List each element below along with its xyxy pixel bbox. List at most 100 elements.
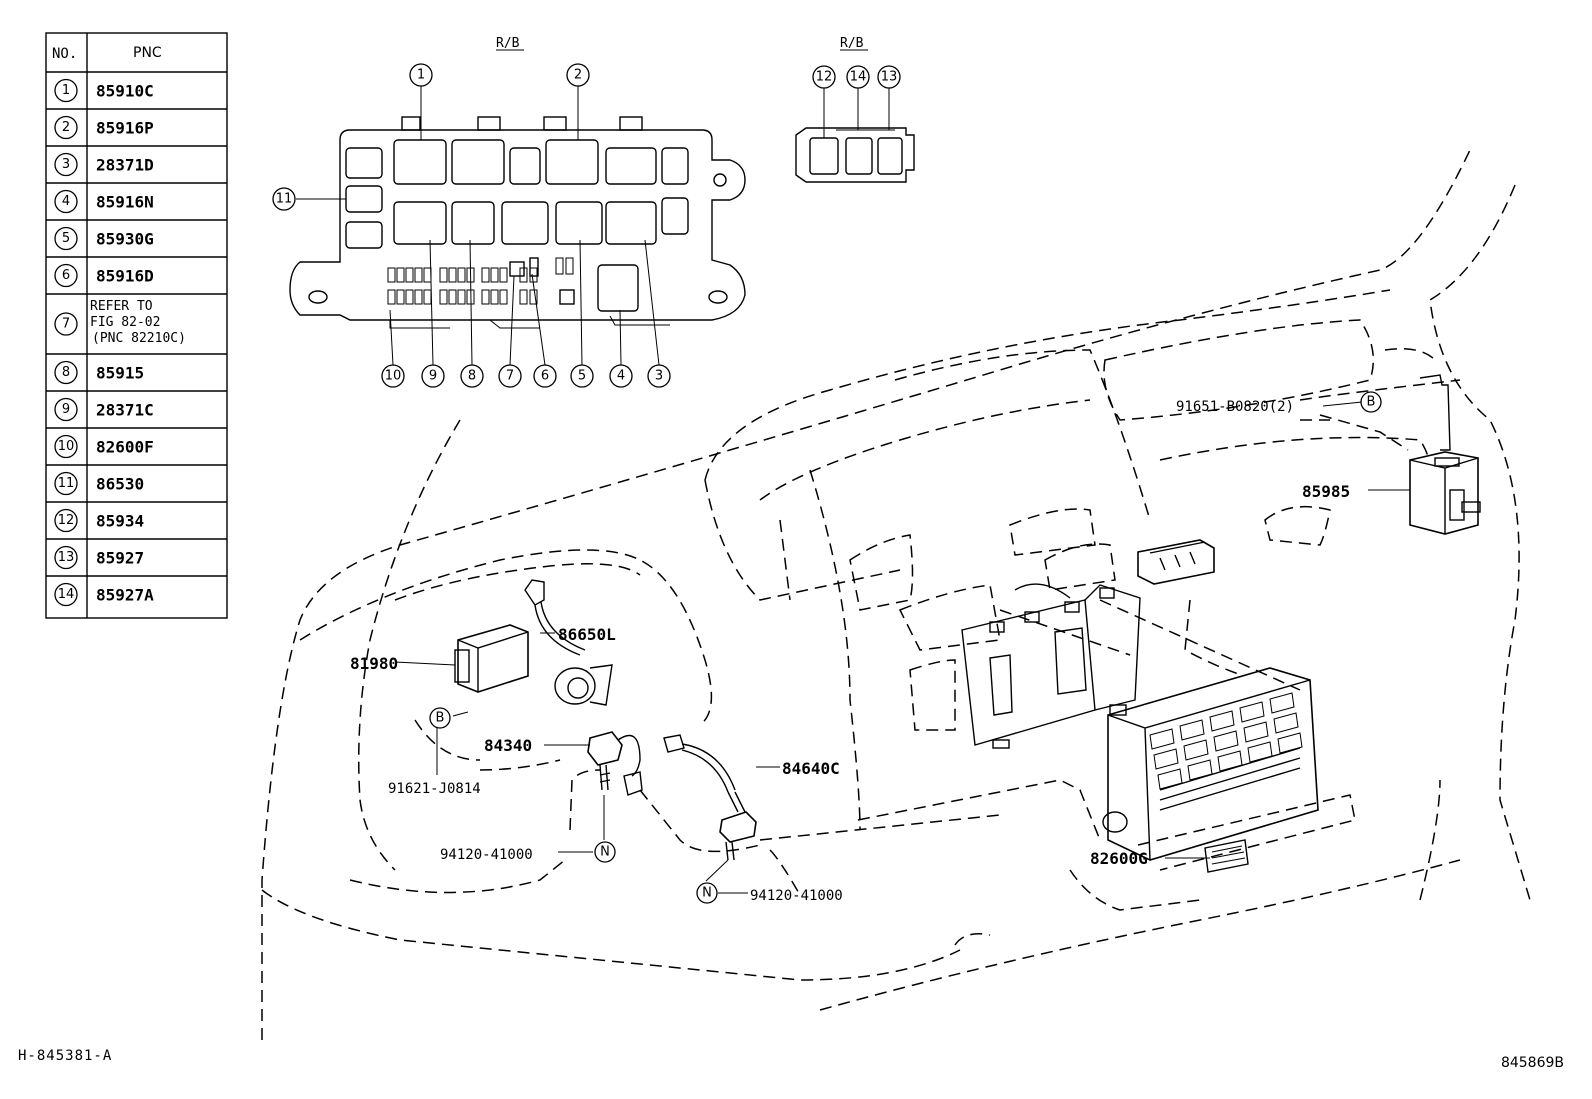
table-row-pnc: 86530	[96, 475, 144, 494]
ref-marker-b-left-text: B	[436, 711, 445, 726]
ref-marker-b-right	[1360, 391, 1382, 413]
ref-marker-b-right-text: B	[1367, 395, 1376, 410]
table-row-number-circle	[54, 226, 78, 251]
callout-number: 12	[816, 70, 833, 85]
table-row-number: 10	[58, 439, 75, 454]
junction-block-82600g	[1099, 599, 1356, 873]
ref-marker-n-left	[594, 841, 616, 863]
callout-circle	[846, 65, 870, 89]
callout-circle	[272, 187, 296, 211]
label-86650l: 86650L	[558, 625, 616, 644]
table-row-number-circle	[54, 263, 78, 288]
table-row-pnc: 85916P	[96, 119, 154, 138]
table-row-number-circle	[54, 189, 78, 214]
callout-number: 9	[429, 369, 437, 384]
table-row-pnc: 82600F	[96, 438, 154, 457]
table-row-number-circle	[54, 152, 78, 177]
callout-number: 14	[850, 70, 867, 85]
table-row-pnc-note: (PNC 82210C)	[92, 331, 186, 346]
ref-marker-n-right	[696, 882, 718, 904]
callout-number: 3	[655, 369, 663, 384]
label-94120-41000-left: 94120-41000	[440, 847, 533, 863]
callout-circle	[609, 364, 633, 388]
table-row-number: 3	[62, 157, 70, 172]
label-82600g: 82600G	[1090, 849, 1148, 868]
table-row-number-circle	[54, 360, 78, 385]
table-row-number-circle	[54, 582, 78, 607]
table-row-number: 7	[62, 317, 70, 332]
callout-number: 13	[881, 70, 898, 85]
relay-block-housing	[289, 129, 746, 321]
table-row-pnc: 28371D	[96, 156, 154, 175]
table-row-number-circle	[54, 545, 78, 570]
callout-circle	[533, 364, 557, 388]
table-header-no: NO.	[52, 46, 77, 62]
callout-circle	[421, 364, 445, 388]
table-row-pnc-note: FIG 82-02	[90, 315, 160, 330]
table-row-pnc: 85930G	[96, 230, 154, 249]
table-row-pnc: 85916N	[96, 193, 154, 212]
callout-number: 11	[276, 192, 293, 207]
table-row-number-circle	[54, 312, 78, 336]
callout-circle	[566, 63, 590, 87]
table-row-pnc: 85934	[96, 512, 144, 531]
pnc-table: NO. PNC 1 85910C 2 85916P 3 28371D 4 85916N 5 859…	[45, 32, 228, 619]
callout-circle	[812, 65, 836, 89]
table-row-number: 9	[62, 402, 70, 417]
relay-block-small-title: R/B	[840, 36, 864, 51]
ref-marker-n-left-text: N	[600, 845, 610, 860]
label-94120-41000-right: 94120-41000	[750, 888, 843, 904]
table-row-number: 12	[58, 513, 75, 528]
table-row-number: 13	[58, 550, 75, 565]
table-frame	[45, 32, 228, 619]
callout-number: 7	[506, 369, 514, 384]
callout-number: 1	[417, 68, 425, 83]
callout-number: 6	[541, 369, 549, 384]
table-row-number-circle	[54, 508, 78, 533]
leader-lines	[394, 401, 1410, 894]
connector-block	[1137, 539, 1215, 585]
ref-marker-n-right-text: N	[702, 886, 712, 901]
callout-circle	[409, 63, 433, 87]
table-row-number: 2	[62, 120, 70, 135]
part-84340	[587, 731, 643, 796]
table-row-number: 4	[62, 194, 70, 209]
label-91651-b0820: 91651-B0820(2)	[1176, 399, 1294, 415]
callout-circle	[460, 364, 484, 388]
relay-block-small-callouts: 12 14 13	[812, 65, 901, 89]
table-row-number-circle	[54, 115, 78, 140]
label-91621-j0814: 91621-J0814	[388, 781, 481, 797]
callout-number: 4	[617, 369, 625, 384]
relay-block-main-title: R/B	[496, 36, 520, 51]
table-row-pnc: 85916D	[96, 267, 154, 286]
part-86650l	[524, 579, 613, 706]
table-row-pnc: 85927A	[96, 586, 154, 605]
table-row-number-circle	[54, 78, 78, 103]
drawing-code-left: H-845381-A	[18, 1048, 113, 1064]
table-row-number-circle	[54, 434, 78, 459]
table-row-pnc: 85910C	[96, 82, 154, 101]
drawing-code-right: 845869B	[1500, 1055, 1564, 1071]
module-85985	[1409, 374, 1481, 535]
table-row-pnc: 85915	[96, 364, 144, 383]
callout-number: 5	[578, 369, 586, 384]
table-header-pnc: PNC	[133, 45, 162, 61]
table-row-number-circle	[54, 397, 78, 422]
callout-circle	[498, 364, 522, 388]
table-row-pnc-note: REFER TO	[90, 299, 153, 314]
part-labels: 91651-B0820(2) 85985 86650L 81980 84340 …	[350, 399, 1350, 904]
table-row-number: 5	[62, 231, 70, 246]
table-row-number: 8	[62, 365, 70, 380]
callout-circle	[877, 65, 901, 89]
label-84340: 84340	[484, 736, 532, 755]
table-row-pnc: 28371C	[96, 401, 154, 420]
callout-circle	[570, 364, 594, 388]
part-84640c	[663, 734, 757, 861]
relay-block-main: R/B	[289, 36, 746, 329]
module-81980	[454, 624, 529, 693]
table-row-number: 14	[58, 587, 75, 602]
table-row-pnc: 85927	[96, 549, 144, 568]
table-row-number: 1	[62, 83, 70, 98]
